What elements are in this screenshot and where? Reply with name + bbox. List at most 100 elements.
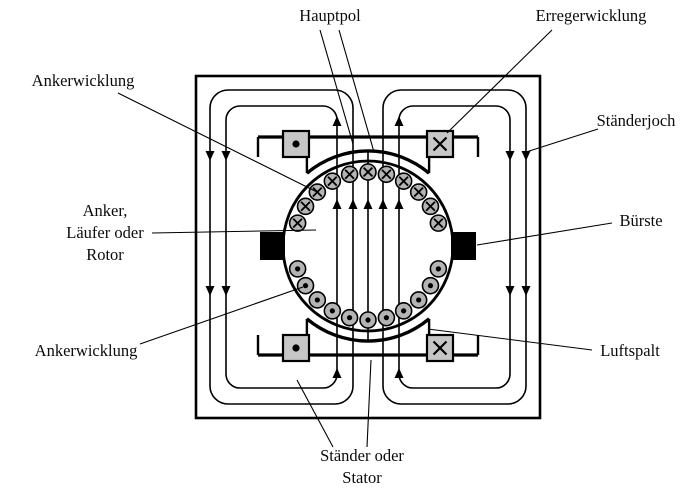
armature-conductor — [340, 308, 359, 327]
armature-conductor — [296, 197, 315, 216]
armature-conductor — [421, 276, 440, 295]
current-out-of-page-icon — [314, 297, 320, 303]
armature-conductor — [288, 260, 307, 278]
current-out-of-page-icon — [435, 266, 441, 272]
current-out-of-page-icon — [292, 344, 300, 352]
field-coil-bottom-right — [425, 333, 455, 363]
armature-conductor — [340, 165, 359, 184]
label-anker-line3: Rotor — [86, 245, 124, 264]
field-coil-box — [425, 129, 455, 159]
flux-loop-right-inner — [398, 105, 511, 389]
current-out-of-page-icon — [292, 140, 300, 148]
armature-conductor — [288, 214, 307, 232]
armature-conductor — [359, 163, 377, 181]
flux-loop-right-outer — [382, 89, 527, 405]
label-staender-line2: Stator — [342, 468, 382, 487]
flux-arrow-up-icon — [378, 199, 388, 209]
current-into-page-icon — [398, 176, 409, 187]
current-out-of-page-icon — [302, 283, 309, 289]
current-out-of-page-icon — [365, 317, 371, 323]
field-coils — [281, 129, 455, 363]
armature-conductors — [288, 163, 448, 329]
flux-lines — [209, 89, 527, 405]
leader-erregerwicklung — [446, 29, 553, 134]
current-into-page-icon — [432, 340, 448, 356]
flux-arrow-down-icon — [205, 286, 215, 296]
armature-conductor — [394, 302, 413, 320]
leader-buerste — [476, 222, 613, 246]
field-coil-box — [281, 129, 311, 159]
current-into-page-icon — [327, 176, 338, 187]
armature-conductor — [409, 183, 428, 201]
current-into-page-icon — [344, 169, 355, 180]
armature-conductor — [323, 302, 342, 320]
labels: Hauptpol Erregerwicklung Ankerwicklung S… — [32, 6, 676, 487]
flux-arrow-up-icon — [394, 116, 404, 126]
armature-conductor — [394, 172, 413, 190]
armature-conductor — [308, 183, 327, 201]
flux-arrow-up-icon — [348, 199, 358, 209]
flux-loop-left-inner — [225, 105, 338, 389]
field-coil-box — [425, 333, 455, 363]
current-out-of-page-icon — [401, 308, 407, 314]
flux-arrow-up-icon — [363, 199, 373, 209]
leader-lines — [117, 29, 613, 448]
armature-conductor — [409, 291, 428, 309]
current-into-page-icon — [312, 187, 323, 198]
current-out-of-page-icon — [346, 315, 353, 321]
leader-ankerwicklung-top — [117, 92, 318, 193]
bottom-pole-shoe-arc — [305, 317, 431, 343]
label-ankerwicklung-bottom: Ankerwicklung — [35, 341, 138, 360]
current-out-of-page-icon — [427, 283, 434, 289]
label-hauptpol: Hauptpol — [299, 6, 361, 25]
flux-arrow-down-icon — [205, 151, 215, 161]
armature-conductor — [377, 308, 396, 327]
current-into-page-icon — [381, 169, 392, 180]
leader-luftspalt — [427, 328, 593, 351]
current-into-page-icon — [425, 201, 436, 212]
flux-arrow-down-icon — [521, 151, 531, 161]
flux-arrow-up-icon — [394, 368, 404, 378]
armature-conductor — [296, 276, 315, 295]
armature-conductor — [377, 165, 396, 184]
current-out-of-page-icon — [329, 308, 335, 314]
flux-arrow-down-icon — [505, 151, 515, 161]
flux-arrow-down-icon — [505, 286, 515, 296]
flux-direction-arrows — [205, 116, 531, 378]
label-luftspalt: Luftspalt — [600, 341, 660, 360]
flux-arrow-up-icon — [332, 199, 342, 209]
flux-arrow-up-icon — [332, 116, 342, 126]
armature-conductor — [323, 172, 342, 190]
leader-hauptpol-1 — [319, 29, 354, 145]
current-into-page-icon — [362, 166, 374, 178]
label-staender-line1: Ständer oder — [320, 446, 404, 465]
current-out-of-page-icon — [383, 315, 390, 321]
leader-staender-2 — [366, 359, 372, 448]
label-anker-line2: Läufer oder — [66, 223, 144, 242]
leader-anker — [151, 229, 317, 234]
armature-conductor — [308, 291, 327, 309]
brush-left — [260, 232, 285, 260]
brush-right — [451, 232, 476, 260]
armature-conductor — [421, 197, 440, 216]
leader-hauptpol-2 — [338, 29, 375, 153]
label-erregerwicklung: Erregerwicklung — [536, 6, 647, 25]
flux-arrow-up-icon — [394, 199, 404, 209]
current-out-of-page-icon — [295, 266, 301, 272]
current-out-of-page-icon — [416, 297, 422, 303]
current-into-page-icon — [433, 218, 444, 229]
field-coil-top-left — [281, 129, 311, 159]
current-into-page-icon — [432, 136, 448, 152]
flux-arrow-down-icon — [521, 286, 531, 296]
flux-arrow-down-icon — [221, 286, 231, 296]
label-ankerwicklung-top: Ankerwicklung — [32, 71, 135, 90]
label-staenderjoch: Ständerjoch — [597, 111, 677, 130]
current-into-page-icon — [300, 201, 311, 212]
flux-loop-left-outer — [209, 89, 354, 405]
field-coil-bottom-left — [281, 333, 311, 363]
flux-arrow-down-icon — [221, 151, 231, 161]
label-buerste: Bürste — [619, 211, 662, 230]
leader-ankerwicklung-bottom — [139, 286, 304, 345]
